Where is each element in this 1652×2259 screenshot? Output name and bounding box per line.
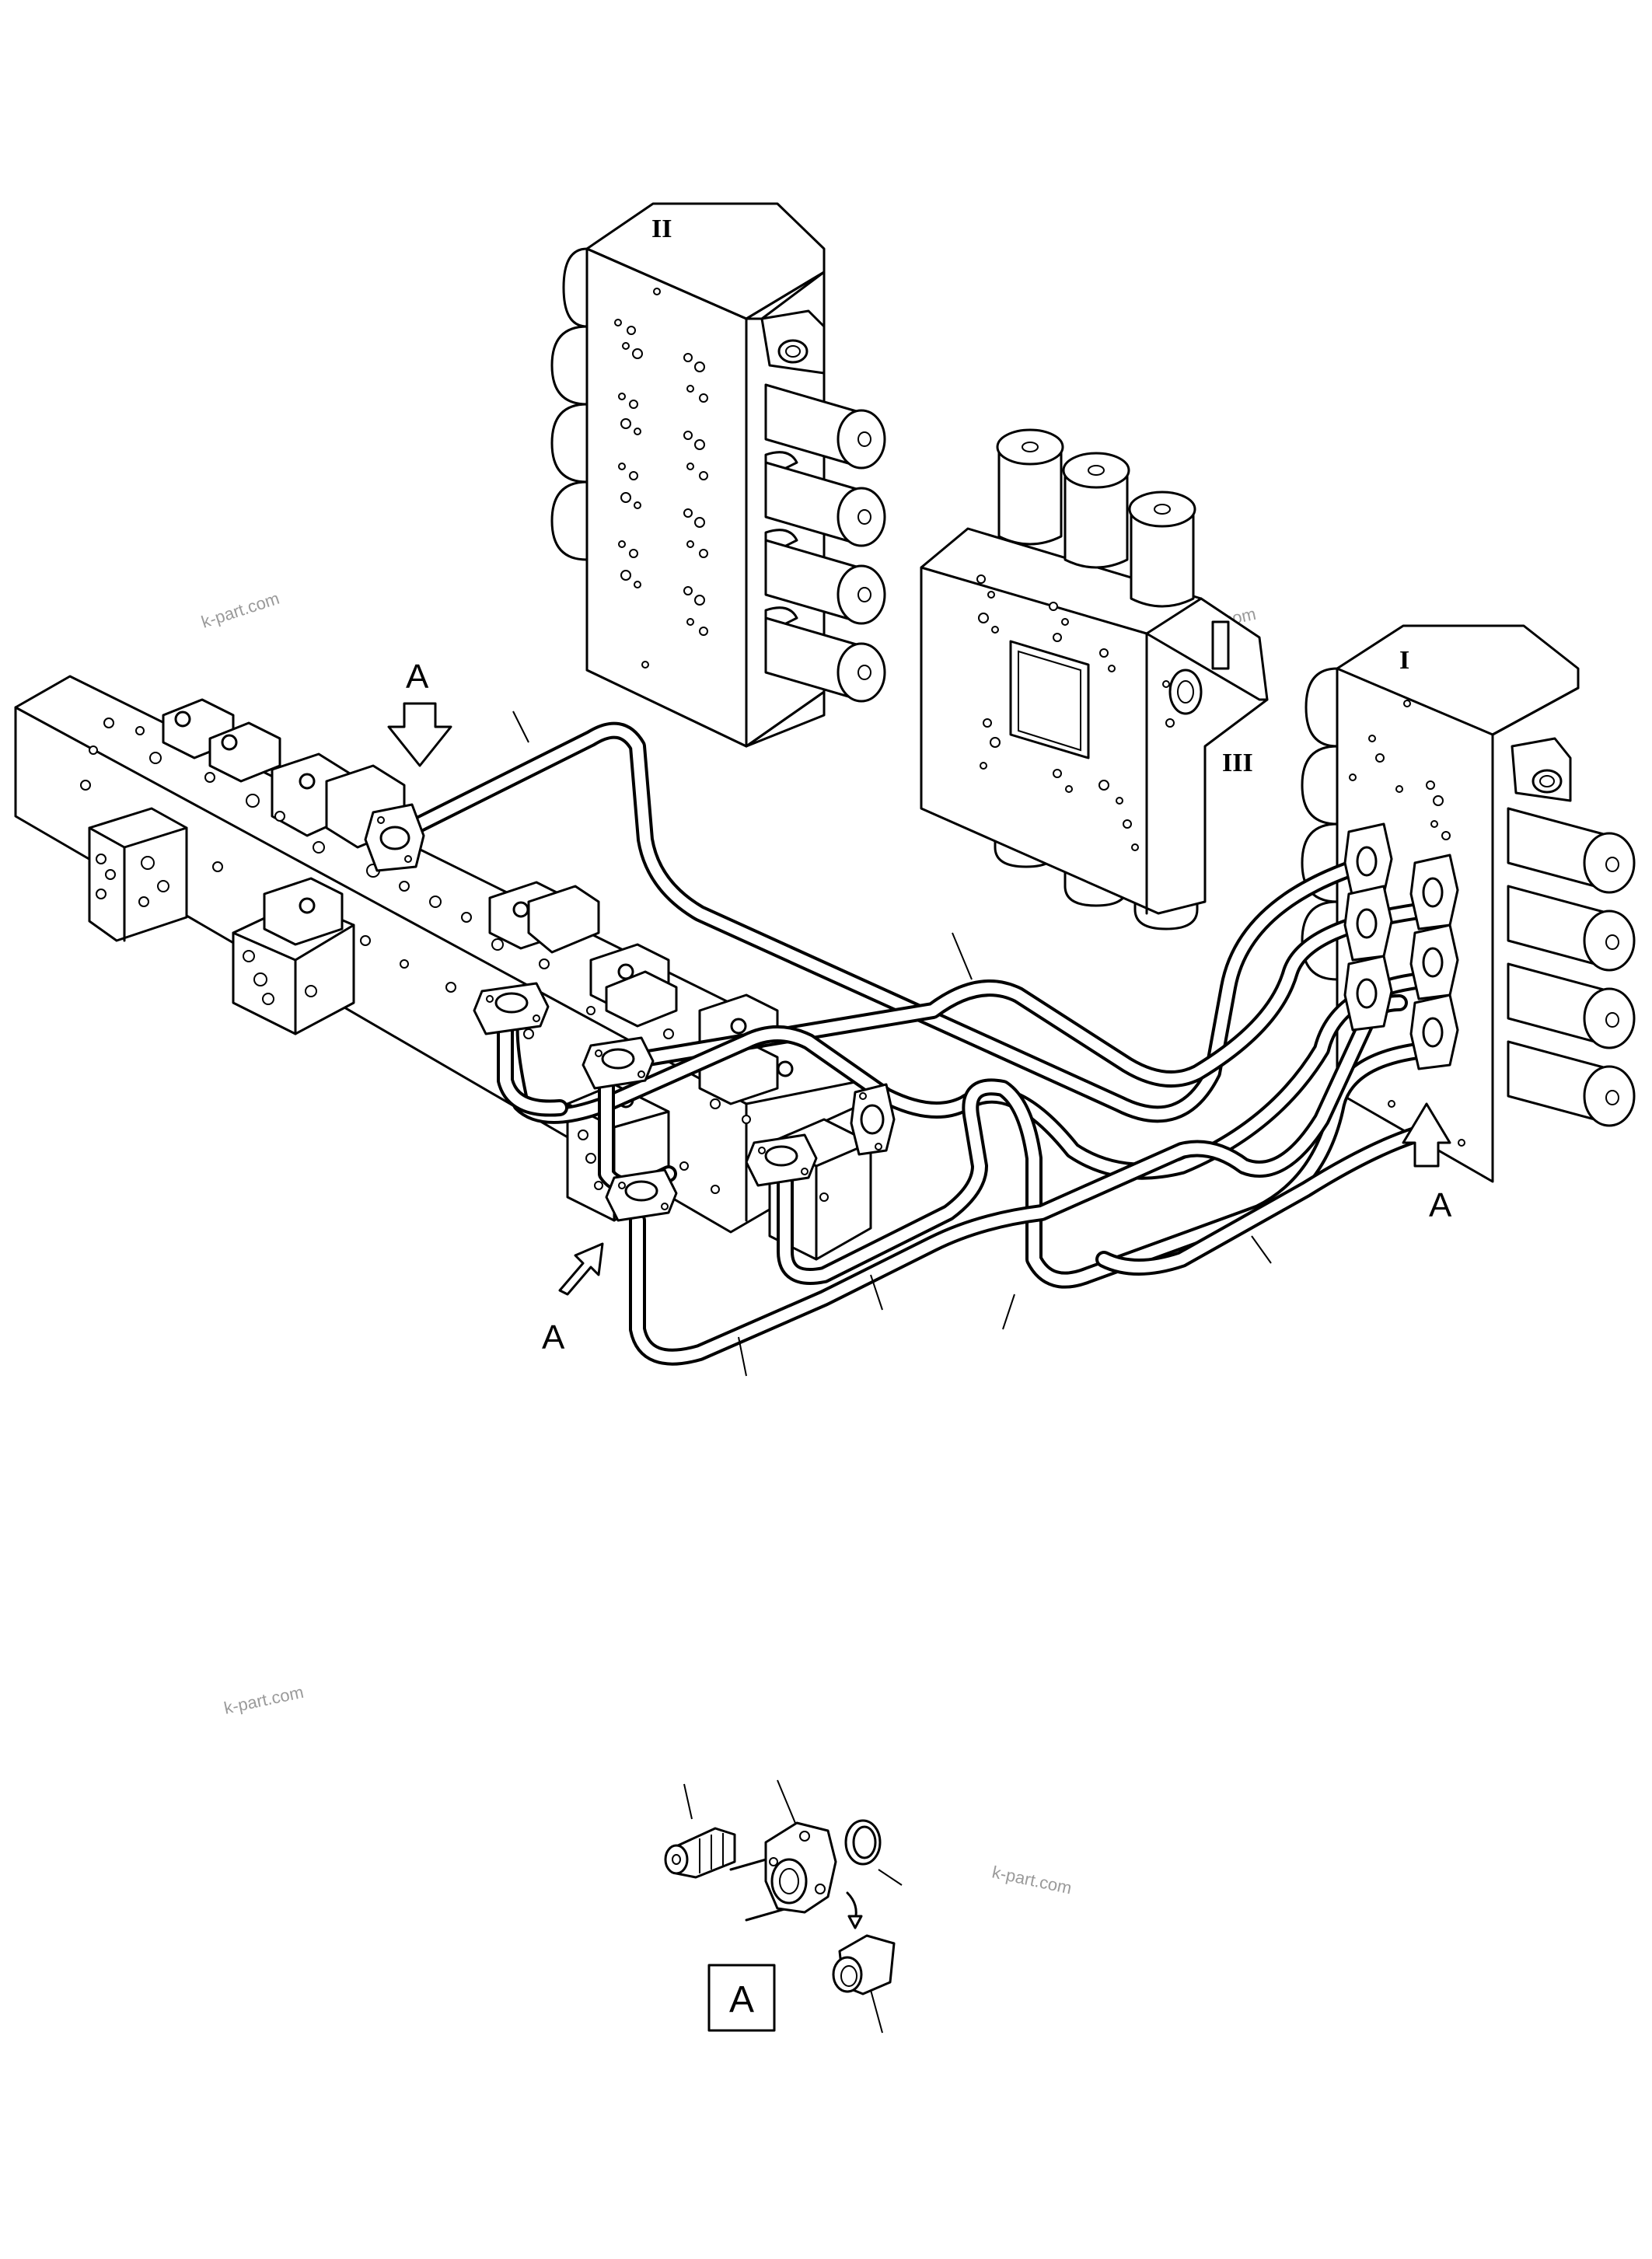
valve-1-label: I: [1399, 646, 1409, 675]
hydraulic-pipes: [388, 721, 1439, 1366]
valve-2-spool-caps: [764, 383, 886, 703]
valve-3-holes: [976, 574, 1175, 851]
manifold-holes: [80, 718, 829, 1202]
flange-r5: [1343, 955, 1393, 1032]
view-a-bottom-label: A: [542, 1318, 565, 1356]
view-arrow-right: A: [1402, 1102, 1452, 1224]
detail-a-label: A: [729, 1979, 754, 2020]
detail-a: A: [664, 1779, 903, 2034]
valve-1-holes: [1349, 700, 1465, 1147]
flange-6: [850, 1083, 896, 1156]
manifold-block: [14, 675, 872, 1261]
valve-1-spool-caps: [1507, 807, 1636, 1127]
flange-1: [364, 803, 425, 872]
flange-r6: [1409, 993, 1459, 1070]
watermark-1: k-part.com: [199, 588, 282, 632]
valve-2-label: II: [651, 215, 672, 243]
flange-r4: [1409, 924, 1459, 1000]
flange-r2: [1409, 854, 1459, 930]
control-valve-3: III: [920, 428, 1269, 930]
flange-r3: [1343, 885, 1393, 962]
view-arrow-top: A: [387, 658, 452, 767]
flange-5: [745, 1133, 818, 1187]
view-a-right-label: A: [1429, 1186, 1452, 1224]
flange-4: [605, 1168, 678, 1222]
flange-3: [582, 1036, 655, 1090]
view-arrow-bottom: A: [542, 1242, 604, 1356]
split-flanges: [364, 803, 1459, 1222]
valve-2-port-holes: [614, 288, 708, 669]
flange-r1: [1343, 822, 1393, 899]
control-valve-2: II: [550, 202, 886, 748]
leader-lines: [512, 711, 1272, 1377]
detail-a-box: [707, 1964, 776, 2032]
valve-3-label: III: [1222, 749, 1253, 777]
watermark-4: k-part.com: [990, 1862, 1074, 1898]
flange-2: [473, 982, 550, 1035]
watermark-3: k-part.com: [222, 1682, 306, 1718]
view-a-top-label: A: [406, 658, 429, 696]
